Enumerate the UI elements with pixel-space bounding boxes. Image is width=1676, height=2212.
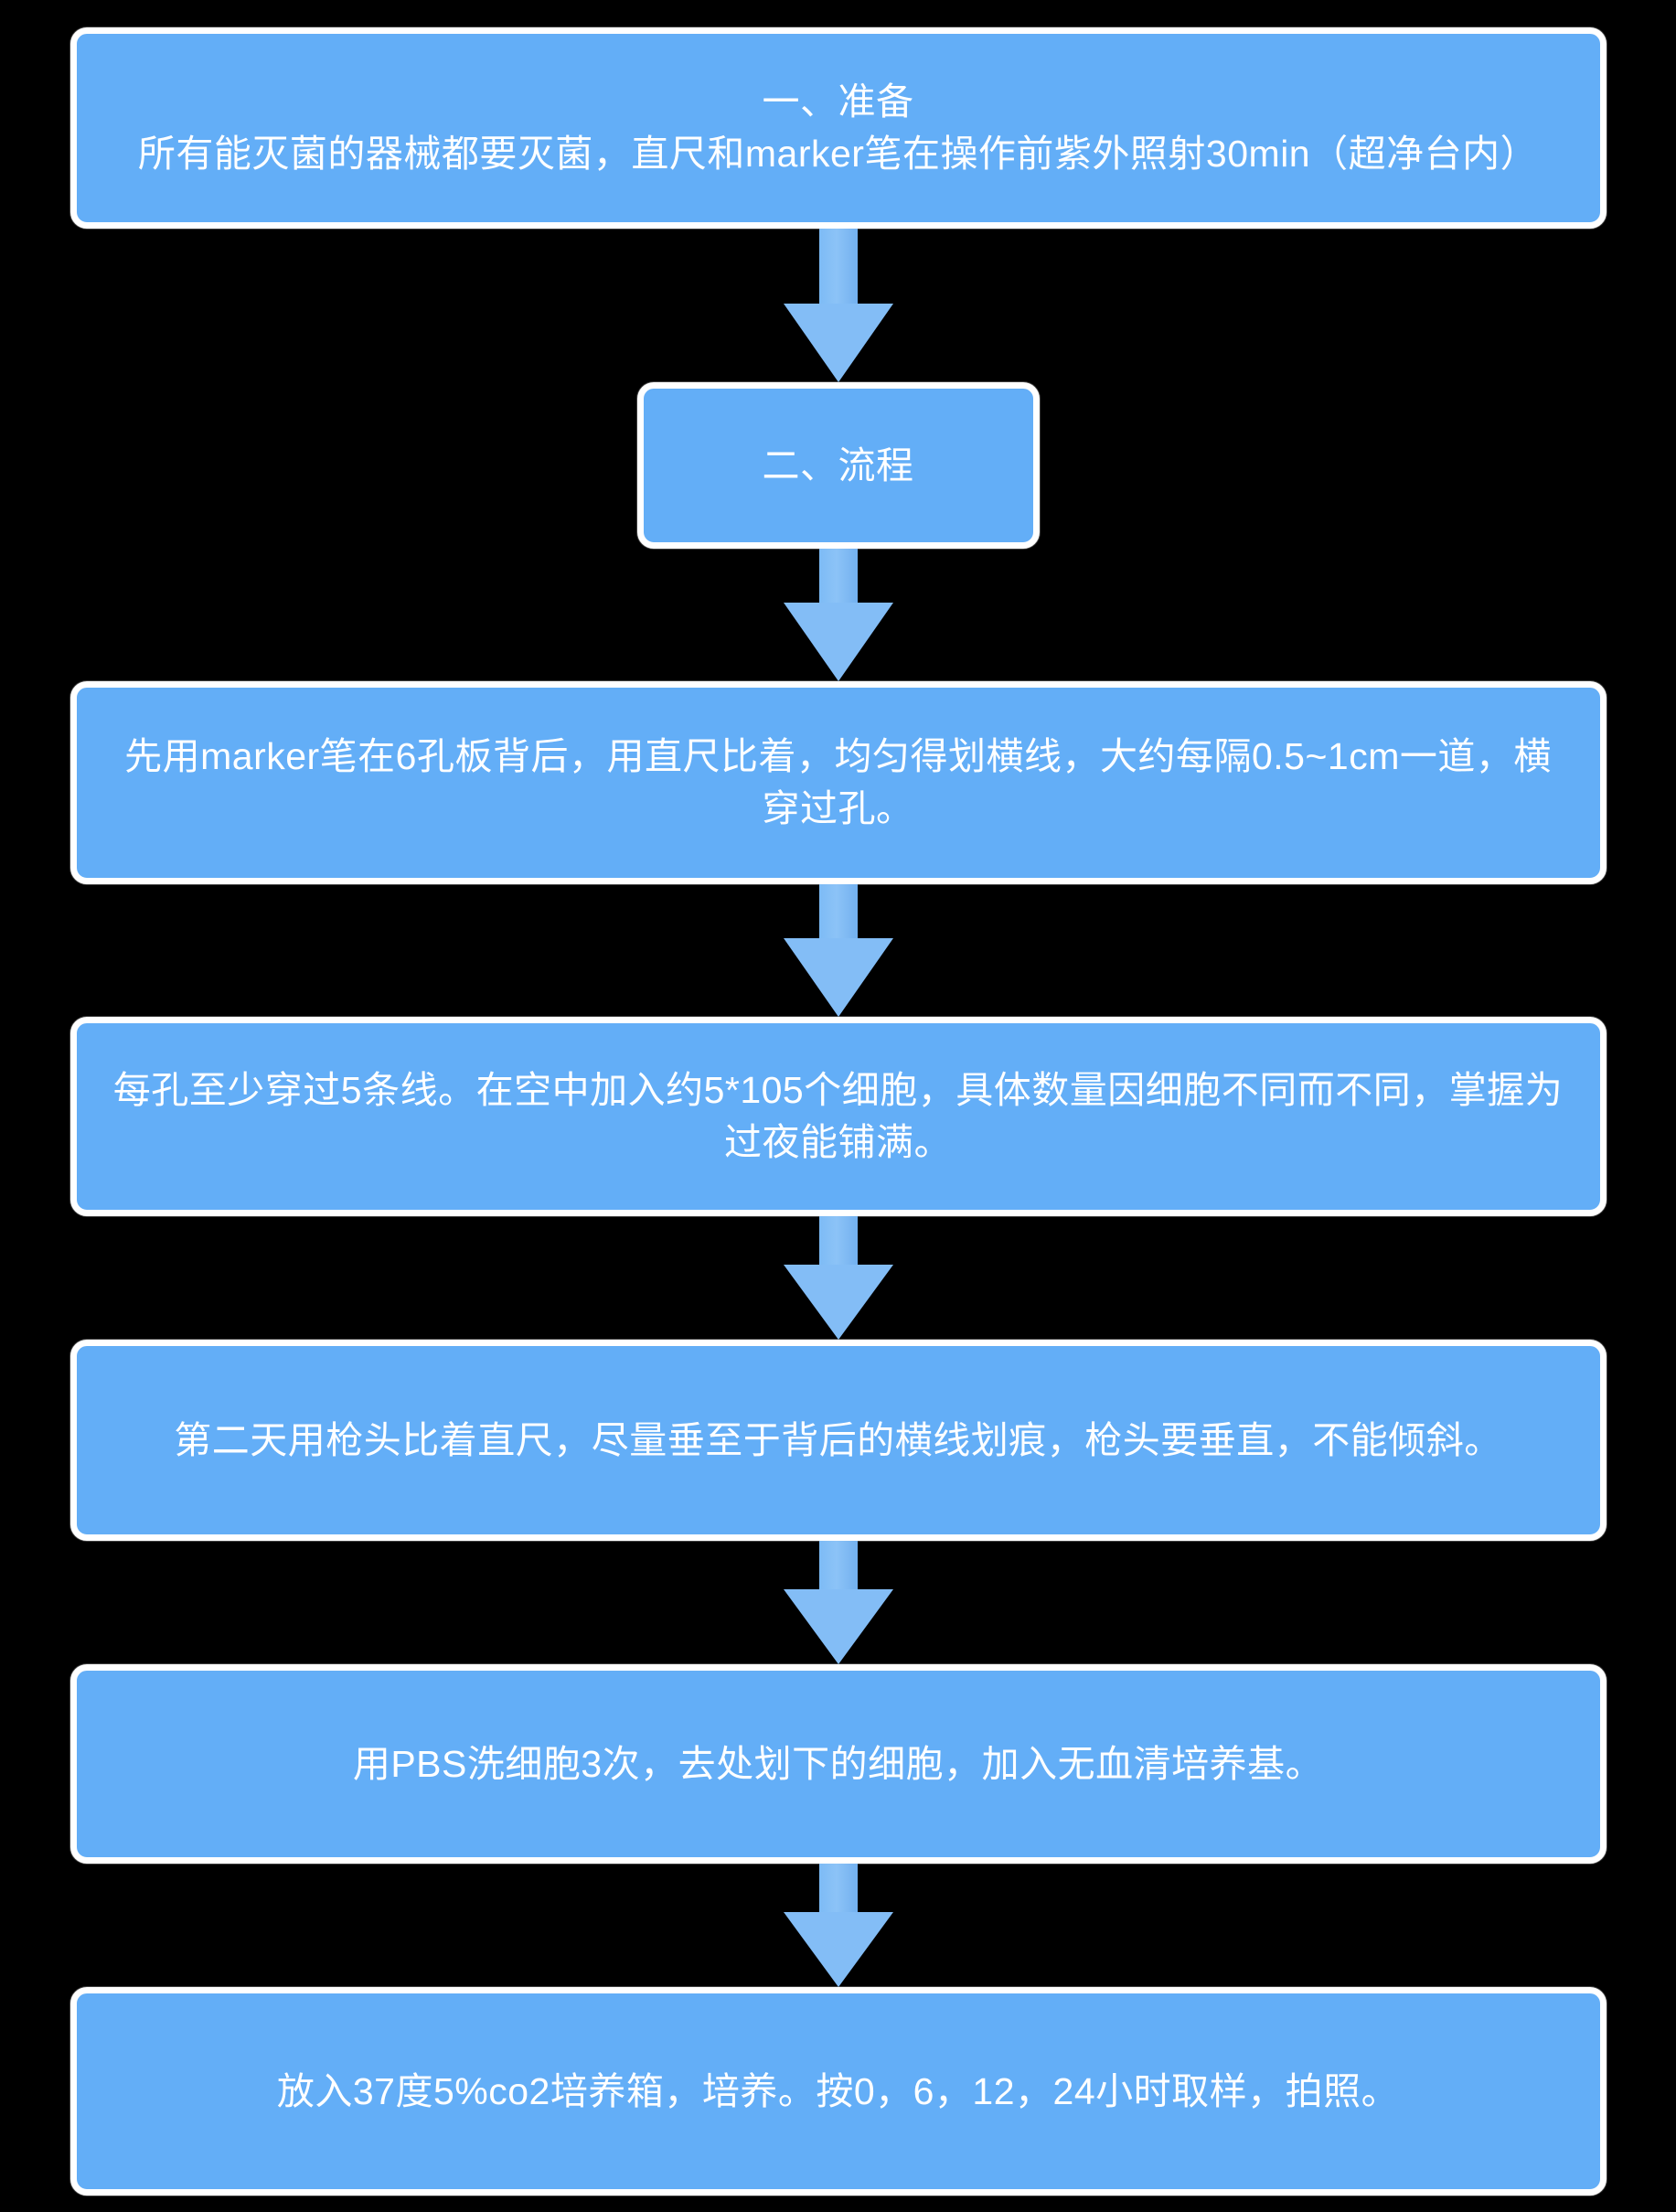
arrow-shaft [818,229,858,314]
arrow-head [783,603,893,681]
arrow-head [783,1912,893,1987]
flow-node-process-title[interactable]: 二、流程 [636,382,1040,549]
arrow-down-icon-5 [783,1541,893,1664]
arrow-head [783,938,893,1017]
arrow-head [783,304,893,382]
arrow-down-icon-6 [783,1864,893,1987]
arrow-down-icon-4 [783,1216,893,1340]
arrow-head [783,1265,893,1340]
flow-node-preparation[interactable]: 一、准备 所有能灭菌的器械都要灭菌，直尺和marker笔在操作前紫外照射30mi… [69,27,1607,229]
arrow-down-icon-3 [783,884,893,1017]
flow-node-step-3-scratch[interactable]: 第二天用枪头比着直尺，尽量垂至于背后的横线划痕，枪头要垂直，不能倾斜。 [69,1340,1607,1541]
arrow-head [783,1589,893,1664]
arrow-down-icon-1 [783,229,893,382]
flow-node-step-4-pbs-wash[interactable]: 用PBS洗细胞3次，去处划下的细胞，加入无血清培养基。 [69,1664,1607,1864]
flow-node-step-5-incubate[interactable]: 放入37度5%co2培养箱，培养。按0，6，12，24小时取样，拍照。 [69,1987,1607,2196]
flow-node-step-1-draw-lines[interactable]: 先用marker笔在6孔板背后，用直尺比着，均匀得划横线，大约每隔0.5~1cm… [69,681,1607,884]
arrow-down-icon-2 [783,549,893,681]
flow-node-step-2-seed-cells[interactable]: 每孔至少穿过5条线。在空中加入约5*105个细胞，具体数量因细胞不同而不同，掌握… [69,1017,1607,1216]
